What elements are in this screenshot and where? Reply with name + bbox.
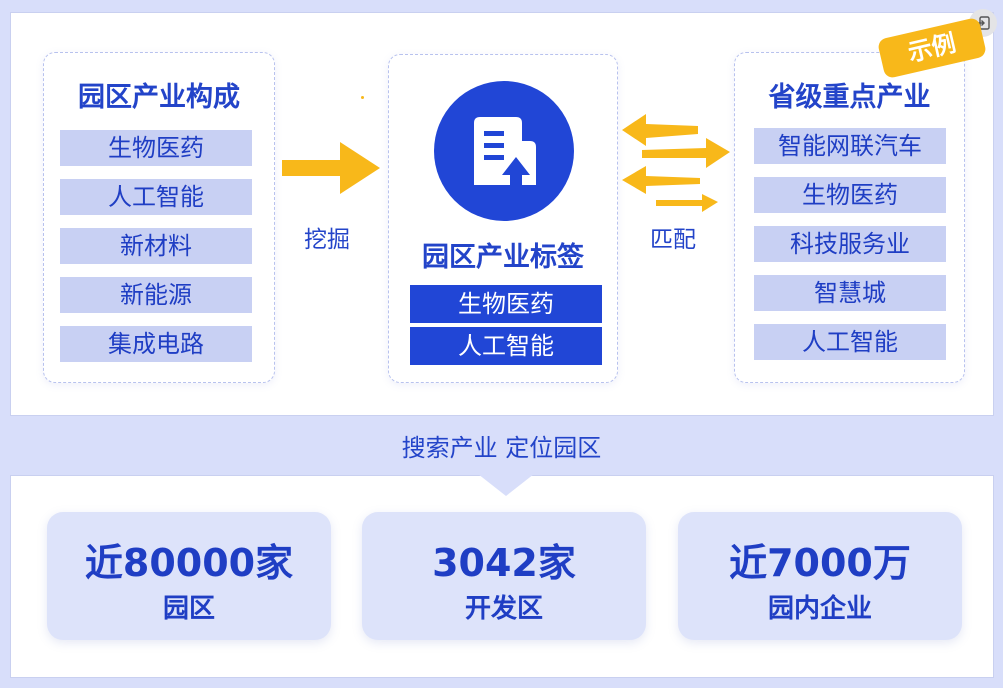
list-item: 人工智能 [754,324,946,360]
panel-pointer [478,474,534,496]
building-icon [474,117,536,185]
stat-label: 园区 [162,594,215,624]
stat-value: 3042家 [432,541,576,585]
list-item: 人工智能 [60,179,252,215]
list-item: 生物医药 [60,130,252,166]
list-item: 生物医药 [754,177,946,213]
card-title: 园区产业构成 [78,82,240,113]
stat-value: 近7000万 [729,541,911,585]
building-icon-circle [434,81,574,221]
decor-dot [361,96,364,99]
stat-card-parks: 近80000家 园区 [47,512,331,640]
stat-value: 近80000家 [84,541,294,585]
park-industry-composition-card: 园区产业构成 生物医药 人工智能 新材料 新能源 集成电路 [43,52,275,383]
list-item: 集成电路 [60,326,252,362]
match-label: 匹配 [650,227,696,253]
search-caption: 搜索产业 定位园区 [401,434,602,462]
mine-label: 挖掘 [304,227,350,253]
stat-label: 园内企业 [767,594,872,624]
mine-arrow-icon [282,142,380,194]
tag-item: 人工智能 [410,327,602,365]
stat-card-enterprises: 近7000万 园内企业 [678,512,962,640]
tag-item: 生物医药 [410,285,602,323]
list-item: 智能网联汽车 [754,128,946,164]
list-item: 智慧城 [754,275,946,311]
card-title: 园区产业标签 [422,242,584,273]
card-title: 省级重点产业 [768,82,931,113]
list-item: 新材料 [60,228,252,264]
park-industry-tag-card: 园区产业标签 生物医药 人工智能 [388,54,618,383]
list-item: 科技服务业 [754,226,946,262]
stat-card-dev-zones: 3042家 开发区 [362,512,646,640]
provincial-key-industry-card: 省级重点产业 智能网联汽车 生物医药 科技服务业 智慧城 人工智能 [734,52,965,383]
match-arrows-icon [622,114,730,212]
stat-label: 开发区 [464,594,543,624]
list-item: 新能源 [60,277,252,313]
